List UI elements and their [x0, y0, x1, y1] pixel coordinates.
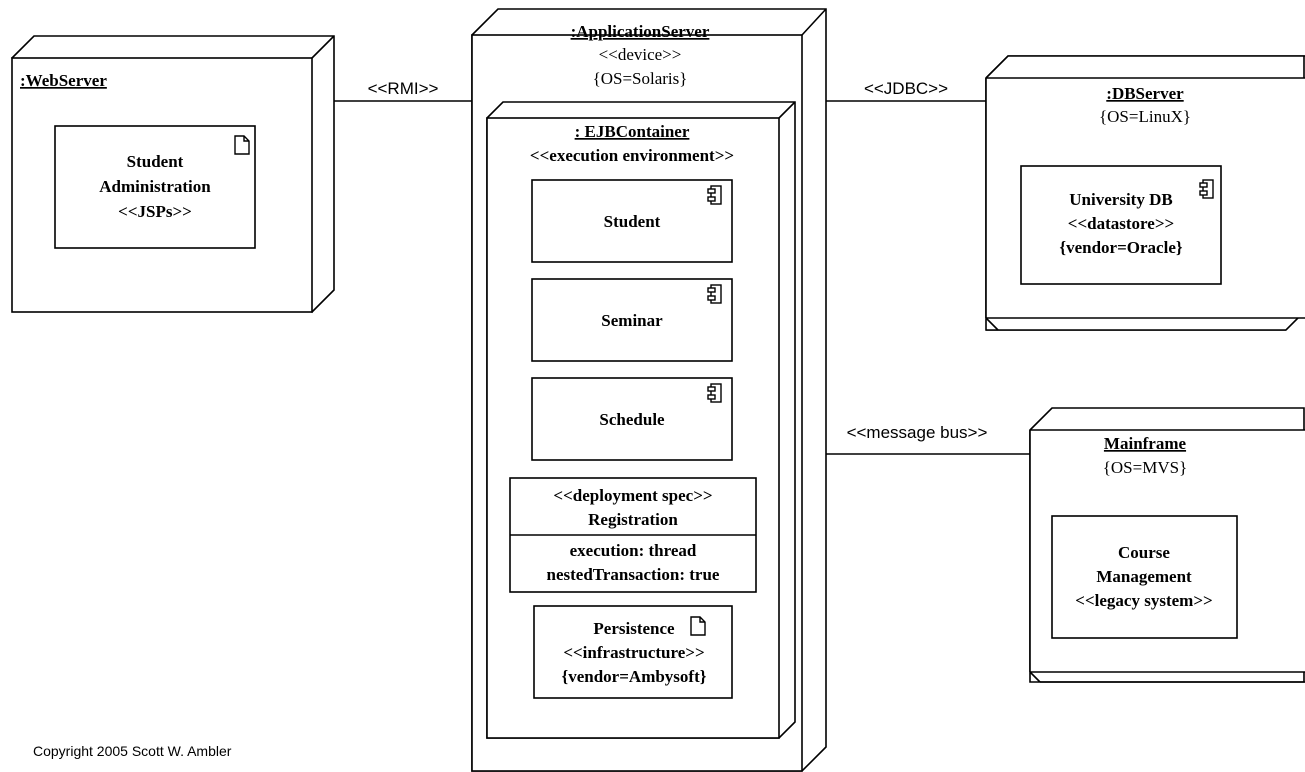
appserver-constraint: {OS=Solaris} — [593, 69, 688, 88]
document-icon — [234, 135, 250, 155]
component-label: Schedule — [599, 410, 665, 429]
dbserver-name: :DBServer — [1106, 84, 1184, 103]
node-dbserver: :DBServer {OS=LinuX} University DB <<dat… — [985, 55, 1305, 331]
system-stereotype: <<legacy system>> — [1075, 591, 1212, 610]
connector-jdbc: <<JDBC>> — [826, 79, 986, 102]
persistence-constraint: {vendor=Ambysoft} — [562, 667, 707, 686]
system-course-management: Course Management <<legacy system>> — [1051, 515, 1238, 639]
system-line2: Management — [1096, 567, 1192, 586]
persistence-stereotype: <<infrastructure>> — [563, 643, 704, 662]
dbserver-constraint: {OS=LinuX} — [1099, 107, 1191, 126]
connector-message-bus: <<message bus>> — [826, 423, 1030, 455]
copyright-text: Copyright 2005 Scott W. Ambler — [33, 743, 232, 759]
db-component-constraint: {vendor=Oracle} — [1059, 238, 1182, 257]
component-student: Student — [531, 179, 733, 263]
component-schedule: Schedule — [531, 377, 733, 461]
artifact-line1: Student — [127, 152, 184, 171]
appserver-name: :ApplicationServer — [571, 22, 710, 41]
persistence-name: Persistence — [593, 619, 675, 638]
db-component-stereotype: <<datastore>> — [1068, 214, 1174, 233]
node-webserver: :WebServer Student Administration <<JSPs… — [10, 35, 335, 314]
component-university-db: University DB <<datastore>> {vendor=Orac… — [1020, 165, 1222, 285]
message-bus-label: <<message bus>> — [847, 423, 988, 442]
artifact-student-administration: Student Administration <<JSPs>> — [54, 125, 256, 249]
mainframe-name: Mainframe — [1104, 434, 1187, 453]
appserver-stereotype: <<device>> — [599, 45, 682, 64]
system-line1: Course — [1118, 543, 1170, 562]
mainframe-constraint: {OS=MVS} — [1103, 458, 1188, 477]
artifact-persistence: Persistence <<infrastructure>> {vendor=A… — [533, 605, 733, 699]
deployment-spec-line1: execution: thread — [570, 541, 697, 560]
component-label: Seminar — [601, 311, 663, 330]
container-stereotype: <<execution environment>> — [530, 146, 734, 165]
container-name: : EJBContainer — [575, 122, 690, 141]
ejb-container: : EJBContainer <<execution environment>>… — [486, 101, 796, 739]
deployment-spec-registration: <<deployment spec>> Registration executi… — [509, 477, 757, 593]
document-icon — [690, 616, 706, 636]
connector-rmi: <<RMI>> — [334, 79, 472, 102]
deployment-spec-line2: nestedTransaction: true — [547, 565, 720, 584]
deployment-spec-name: Registration — [588, 510, 678, 529]
db-component-name: University DB — [1069, 190, 1172, 209]
webserver-name: :WebServer — [20, 71, 107, 90]
artifact-line2: Administration — [99, 177, 211, 196]
deployment-spec-stereotype: <<deployment spec>> — [553, 486, 712, 505]
jdbc-label: <<JDBC>> — [864, 79, 948, 98]
component-seminar: Seminar — [531, 278, 733, 362]
artifact-stereotype: <<JSPs>> — [118, 202, 192, 221]
rmi-label: <<RMI>> — [368, 79, 439, 98]
component-label: Student — [604, 212, 661, 231]
node-mainframe: Mainframe {OS=MVS} Course Management <<l… — [1029, 407, 1305, 683]
node-application-server: :ApplicationServer <<device>> {OS=Solari… — [471, 8, 827, 772]
